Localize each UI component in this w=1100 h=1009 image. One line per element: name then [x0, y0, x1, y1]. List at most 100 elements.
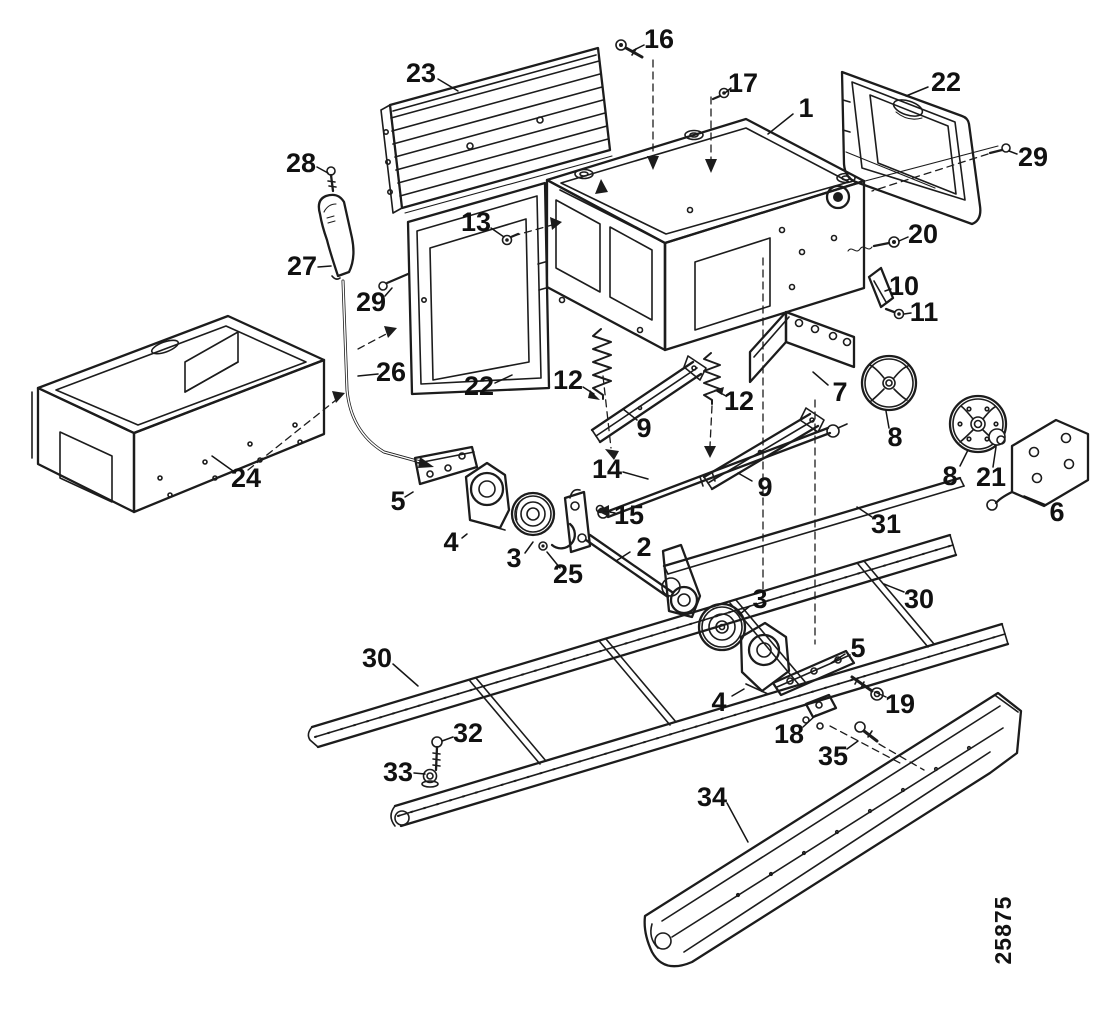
part-9-rails-drawing [590, 355, 825, 491]
callout-4-leader [461, 533, 468, 539]
callout-15-label: 15 [614, 500, 644, 530]
callout-30-leader [883, 583, 905, 593]
callout-13-label: 13 [461, 207, 491, 237]
callout-34-label: 34 [697, 782, 727, 812]
callout-7-leader [812, 371, 829, 386]
part-18-bracket-drawing [802, 693, 838, 730]
figure-part-number: 25875 [990, 896, 1016, 965]
part-7-bracket-drawing [748, 310, 856, 384]
callout-11-leader [903, 312, 912, 315]
callout-12-label: 12 [724, 386, 754, 416]
callout-26-leader [357, 373, 379, 377]
part-6-bracket-drawing [986, 418, 1090, 511]
part-28-screw-drawing [326, 166, 337, 193]
callout-28-leader [316, 166, 329, 174]
callout-8-label: 8 [942, 461, 957, 491]
callout-9-leader [622, 408, 638, 421]
retaining-clip-drawing [550, 522, 576, 550]
callout-29-label: 29 [356, 287, 386, 317]
callout-23-leader [437, 78, 459, 92]
part-20-screw-drawing [847, 236, 900, 252]
callout-19-leader [874, 691, 887, 698]
callout-4-label: 4 [711, 687, 726, 717]
callout-7-label: 7 [832, 377, 847, 407]
callout-18-leader [802, 714, 817, 728]
callout-32-leader [441, 736, 454, 742]
callout-24-leader [211, 455, 234, 472]
callout-29-label: 29 [1018, 142, 1048, 172]
callout-21-label: 21 [976, 462, 1006, 492]
callout-5-leader [404, 491, 414, 498]
callout-8-leader [885, 410, 890, 429]
callout-31-label: 31 [871, 509, 901, 539]
part-30-ladder-drawing [307, 533, 1010, 828]
callout-16-label: 16 [644, 24, 674, 54]
callout-14-label: 14 [592, 454, 622, 484]
callout-29-leader [384, 287, 393, 297]
part-17-screw-drawing [711, 87, 730, 101]
part-24-tray-drawing [31, 314, 326, 514]
callout-21-leader [992, 446, 997, 468]
callout-32-label: 32 [453, 718, 483, 748]
callout-22-leader [905, 86, 929, 97]
part-3-left-roller-drawing [510, 491, 556, 537]
callout-30-label: 30 [904, 584, 934, 614]
callout-23-label: 23 [406, 58, 436, 88]
callout-25-label: 25 [553, 559, 583, 589]
callout-24-label: 24 [231, 463, 261, 493]
callout-1-leader [767, 113, 794, 135]
callout-30-label: 30 [362, 643, 392, 673]
callout-8-label: 8 [887, 422, 902, 452]
callout-11-label: 11 [910, 297, 939, 327]
part-34-sill-drawing [643, 691, 1023, 968]
part-31-rail-drawing [662, 476, 965, 575]
callout-4-leader [731, 688, 745, 697]
part-23-grille-drawing [380, 46, 613, 214]
callout-5-label: 5 [390, 486, 405, 516]
part-35-bolt-drawing [854, 721, 879, 743]
callout-9-label: 9 [757, 472, 772, 502]
callout-15-leader [603, 510, 616, 514]
callout-5-label: 5 [850, 633, 865, 663]
part-4-left-housing-drawing [464, 461, 511, 531]
part-19-bolt-drawing [850, 675, 884, 701]
callout-35-label: 35 [818, 741, 848, 771]
callout-1-label: 1 [798, 93, 813, 123]
callout-3-label: 3 [506, 543, 521, 573]
callout-3-leader [739, 605, 751, 615]
callout-9-leader [737, 472, 753, 482]
callout-3-label: 3 [752, 584, 767, 614]
callout-6-leader [1023, 495, 1047, 506]
callout-17-label: 17 [728, 68, 758, 98]
callout-33-label: 33 [383, 757, 413, 787]
callout-5-leader [830, 653, 846, 664]
part-21-hub-drawing [988, 428, 1006, 446]
part-25-screw-drawing [538, 541, 548, 551]
callout-4-label: 4 [443, 527, 458, 557]
callout-25-leader [546, 551, 561, 569]
part-12-springs-drawing [592, 328, 721, 405]
callout-18-label: 18 [774, 719, 804, 749]
part-32-bolt-drawing [431, 736, 443, 772]
callout-12-leader [716, 390, 727, 397]
callout-13-leader [490, 227, 505, 238]
callout-20-label: 20 [908, 219, 938, 249]
part-5-right-plate-drawing [771, 649, 856, 697]
callout-16-leader [631, 44, 645, 52]
callout-3-leader [524, 541, 534, 554]
part-29-right-screw-drawing [988, 143, 1011, 155]
part-22-right-panel-drawing [840, 70, 999, 226]
callout-31-leader [856, 506, 873, 518]
callout-12-label: 12 [553, 365, 583, 395]
part-5-left-bracket-drawing [413, 445, 479, 486]
part-33-nut-drawing [421, 768, 439, 788]
callout-29-leader [1008, 150, 1018, 155]
callout-8-leader [959, 449, 969, 467]
part-2-axle-drawing [563, 488, 702, 619]
callout-6-label: 6 [1049, 497, 1064, 527]
callout-27-leader [317, 265, 332, 268]
callout-27-label: 27 [287, 251, 317, 281]
